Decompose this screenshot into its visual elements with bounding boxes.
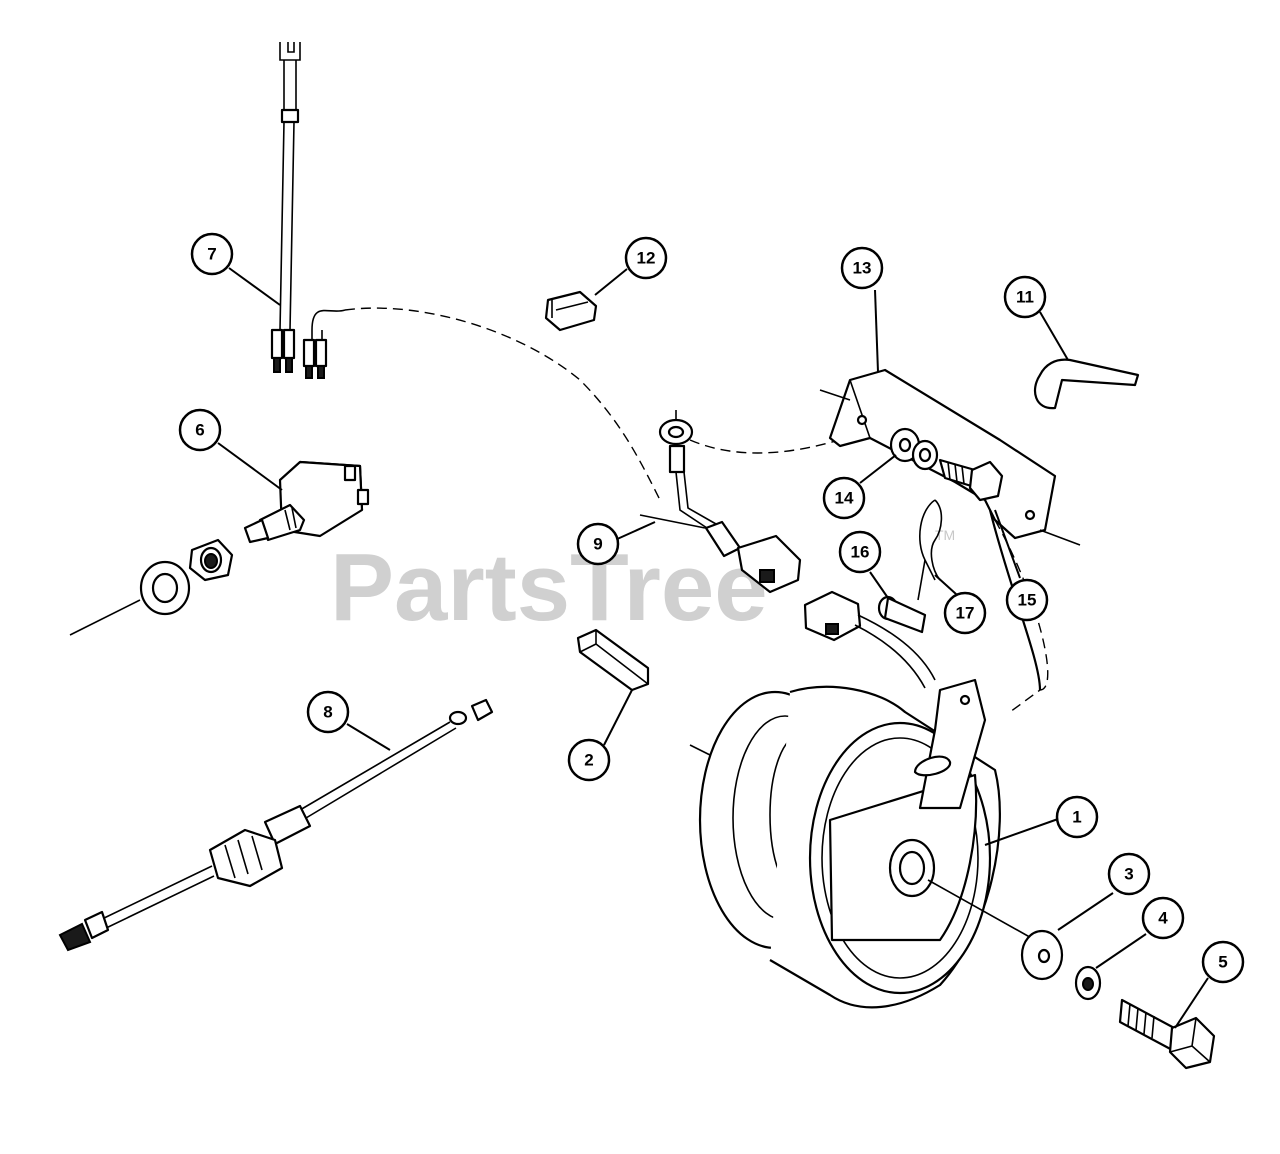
callout-4-label: 4 <box>1158 909 1168 928</box>
switch-lock-washer[interactable] <box>139 560 191 616</box>
callout-13: 13 <box>840 246 884 290</box>
callout-5-label: 5 <box>1218 953 1227 972</box>
part-5-bolt[interactable] <box>1118 998 1216 1070</box>
callout-7: 7 <box>190 232 234 276</box>
leader-lines <box>217 267 1209 1029</box>
watermark-text: PartsTree <box>330 534 768 641</box>
switch-nut[interactable] <box>188 538 234 582</box>
part-15-bolt[interactable] <box>938 458 1004 502</box>
callout-16: 16 <box>838 530 882 574</box>
callout-2: 2 <box>567 738 611 782</box>
callout-8-label: 8 <box>323 703 332 722</box>
part-14-washers[interactable] <box>889 427 939 471</box>
part-9-ground-harness[interactable] <box>639 410 802 594</box>
callout-1-label: 1 <box>1072 808 1081 827</box>
part-12-clip[interactable] <box>544 290 598 332</box>
callout-13-label: 13 <box>853 259 872 278</box>
callout-6-label: 6 <box>195 421 204 440</box>
part-4-lock-washer[interactable] <box>1074 965 1102 1001</box>
callout-4: 4 <box>1141 896 1185 940</box>
watermark: PartsTree TM <box>330 527 955 641</box>
callout-9-label: 9 <box>593 535 602 554</box>
callout-1: 1 <box>1055 795 1099 839</box>
callout-17-label: 17 <box>956 604 975 623</box>
callout-14: 14 <box>822 476 866 520</box>
switch-axis-line <box>69 599 141 636</box>
part-1-electric-clutch[interactable] <box>689 678 1036 1009</box>
callout-12-label: 12 <box>637 249 656 268</box>
callout-5: 5 <box>1201 940 1245 984</box>
callout-14-label: 14 <box>835 489 854 508</box>
callout-12: 12 <box>624 236 668 280</box>
callout-15: 15 <box>1005 578 1049 622</box>
callout-11: 11 <box>1003 275 1047 319</box>
callout-11-label: 11 <box>1016 288 1034 307</box>
part-8-cable[interactable] <box>58 698 494 952</box>
part-11-clip[interactable] <box>1033 358 1140 410</box>
callout-15-label: 15 <box>1018 591 1037 610</box>
part-7-wire-harness[interactable] <box>270 42 301 373</box>
callout-9: 9 <box>576 522 620 566</box>
callout-17: 17 <box>943 591 987 635</box>
part-9-lead-route <box>302 307 1049 713</box>
callout-16-label: 16 <box>851 543 870 562</box>
part-2-key[interactable] <box>576 628 650 692</box>
callout-6: 6 <box>178 408 222 452</box>
callout-3: 3 <box>1107 852 1151 896</box>
callout-8: 8 <box>306 690 350 734</box>
callout-3-label: 3 <box>1124 865 1133 884</box>
part-16-pin[interactable] <box>877 595 927 634</box>
part-17-hairpin[interactable] <box>917 499 943 601</box>
part-3-washer[interactable] <box>1020 929 1064 981</box>
callout-7-label: 7 <box>207 245 216 264</box>
callout-2-label: 2 <box>584 751 593 770</box>
part-6-toggle-switch[interactable] <box>243 460 370 544</box>
clutch-connector[interactable] <box>803 590 936 689</box>
